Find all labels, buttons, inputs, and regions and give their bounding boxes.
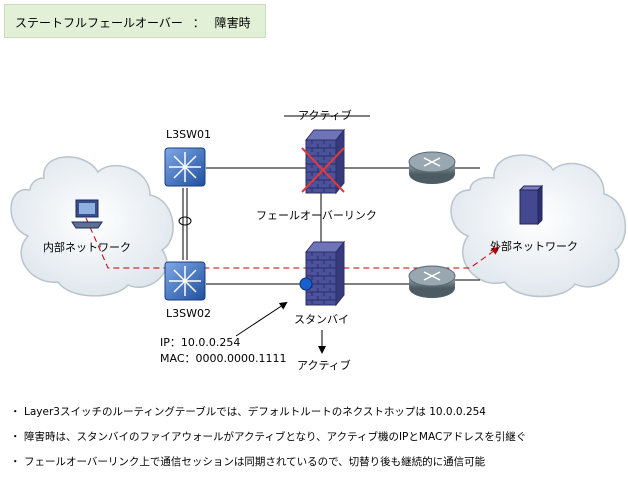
label-inside-network: 内部ネットワーク	[43, 241, 131, 254]
router-icon-top[interactable]	[408, 151, 456, 184]
pc-icon	[71, 199, 103, 229]
traffic-flow-line	[85, 217, 500, 269]
title-separator: ：	[192, 16, 205, 30]
notes-list: ・ Layer3スイッチのルーティングテーブルでは、デフォルトルートのネクストホ…	[6, 405, 622, 480]
note-text: Layer3スイッチのルーティングテーブルでは、デフォルトルートのネクストホップ…	[24, 406, 486, 418]
title-text: ステートフルフェールオーバー ： 障害時	[15, 14, 251, 31]
note-item: ・ Layer3スイッチのルーティングテーブルでは、デフォルトルートのネクストホ…	[6, 405, 622, 419]
ip-callout-arrow	[235, 301, 288, 337]
label-l3sw01: L3SW01	[166, 128, 211, 141]
links	[182, 167, 480, 285]
bullet: ・	[10, 431, 21, 443]
title-main: ステートフルフェールオーバー	[15, 16, 183, 30]
label-standby: スタンバイ	[294, 313, 349, 326]
switch-icon-l3sw02[interactable]	[164, 261, 206, 301]
link-aggregation-mark	[178, 216, 192, 226]
note-item: ・ 障害時は、スタンバイのファイアウォールがアクティブとなり、アクティブ機のIP…	[6, 430, 622, 444]
takeover-interface-dot	[299, 277, 313, 291]
label-active-top: アクティブ	[298, 109, 352, 122]
note-item: ・ フェールオーバーリンク上で通信セッションは同期されているので、切替り後も継続…	[6, 455, 622, 469]
router-icon-bottom[interactable]	[408, 265, 456, 298]
firewall-icon-standby[interactable]	[304, 240, 346, 307]
label-mac: MAC：0000.0000.1111	[160, 352, 287, 365]
bullet: ・	[10, 456, 21, 468]
note-text: フェールオーバーリンク上で通信セッションは同期されているので、切替り後も継続的に…	[24, 456, 486, 468]
note-text: 障害時は、スタンバイのファイアウォールがアクティブとなり、アクティブ機のIPとM…	[24, 431, 527, 443]
label-outside-network: 外部ネットワーク	[490, 240, 578, 253]
title-box: ステートフルフェールオーバー ： 障害時	[4, 4, 266, 38]
switch-icon-l3sw01[interactable]	[164, 147, 206, 187]
outside-cloud	[450, 154, 627, 298]
label-l3sw02: L3SW02	[166, 307, 211, 320]
title-state: 障害時	[214, 16, 251, 30]
label-active-bottom: アクティブ	[297, 359, 351, 372]
failure-x-icon	[301, 147, 345, 193]
label-ip: IP：10.0.0.254	[160, 336, 241, 349]
server-icon	[518, 184, 544, 226]
label-failover-link: フェールオーバーリンク	[256, 209, 377, 222]
bullet: ・	[10, 406, 21, 418]
firewall-icon-failed[interactable]	[304, 128, 346, 195]
